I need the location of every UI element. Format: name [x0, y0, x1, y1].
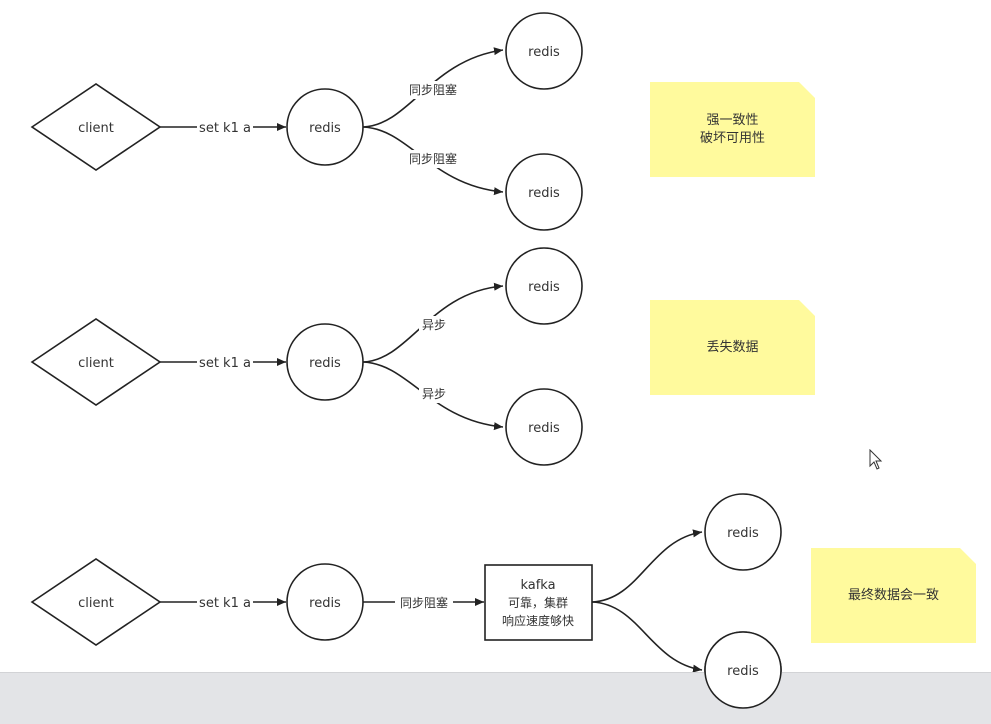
kafka-line-2: 可靠，集群: [508, 595, 568, 610]
note-data-loss[interactable]: 丢失数据: [650, 300, 815, 395]
redis-replica-top-label: redis: [727, 526, 759, 541]
branch-top-label: 异步: [422, 318, 446, 332]
branch-bottom-label: 同步阻塞: [409, 151, 457, 166]
kafka-node[interactable]: [484, 564, 593, 641]
edge-kafka-replica-top: [591, 529, 703, 603]
redis-replica-top-node[interactable]: [704, 493, 782, 571]
redis-master-label: redis: [309, 596, 341, 611]
kafka-line-3: 响应速度够快: [502, 613, 574, 628]
mouse-pointer-icon: [869, 449, 883, 470]
row-async-replication: client set k1 a redis 异步 异步 redis redis: [30, 247, 583, 466]
redis-replica-top-node[interactable]: [505, 12, 583, 90]
branch-top-label: 同步阻塞: [409, 82, 457, 97]
edge-label-set: set k1 a: [199, 121, 251, 136]
edge-label-sync: 同步阻塞: [400, 595, 448, 610]
kafka-title: kafka: [520, 578, 555, 593]
redis-replica-bottom-node[interactable]: [505, 388, 583, 466]
edge-label-set: set k1 a: [199, 596, 251, 611]
row-strong-consistency: client set k1 a redis 同步阻塞 同步阻塞 redis re…: [30, 12, 583, 231]
bottom-toolbar-area: [0, 672, 991, 724]
redis-replica-top-label: redis: [528, 45, 560, 60]
redis-replica-bottom-label: redis: [528, 421, 560, 436]
note-strong-consistency[interactable]: 强一致性 破坏可用性: [650, 82, 815, 177]
redis-replica-top-node[interactable]: [505, 247, 583, 325]
note-text: 最终数据会一致: [847, 587, 939, 603]
redis-replica-top-label: redis: [528, 280, 560, 295]
note-text: 丢失数据: [706, 339, 759, 355]
redis-replica-bottom-overlay-label: redis: [727, 664, 759, 679]
branch-bottom-label: 异步: [422, 387, 446, 401]
redis-replica-bottom-node[interactable]: [505, 153, 583, 231]
note-eventual-consistency[interactable]: 最终数据会一致: [811, 548, 976, 643]
client-label: client: [78, 356, 114, 371]
redis-bottom-overlay: redis: [704, 631, 782, 709]
redis-master-label: redis: [309, 356, 341, 371]
redis-master-label: redis: [309, 121, 341, 136]
edge-label-set: set k1 a: [199, 356, 251, 371]
client-label: client: [78, 596, 114, 611]
client-label: client: [78, 121, 114, 136]
edge-kafka-replica-bottom: [591, 601, 703, 673]
redis-replica-bottom-label: redis: [528, 186, 560, 201]
note-text: 强一致性 破坏可用性: [699, 112, 765, 146]
